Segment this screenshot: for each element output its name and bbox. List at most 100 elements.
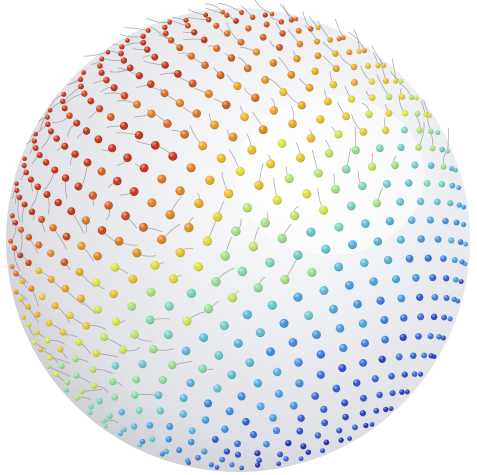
- particle-shading: [66, 112, 73, 119]
- particle-shading: [440, 255, 447, 263]
- particle-shading: [219, 456, 226, 463]
- particle-shading: [214, 350, 224, 360]
- particle-shading: [451, 296, 457, 303]
- particle-shading: [332, 384, 341, 393]
- particle-shading: [179, 410, 187, 418]
- particle-shading: [456, 202, 462, 208]
- particle-shading: [110, 84, 118, 92]
- particle-shading: [242, 202, 252, 213]
- particle-shading: [61, 284, 70, 293]
- particle-shading: [410, 352, 417, 359]
- particle-shading: [397, 294, 406, 303]
- particle-shading: [263, 21, 270, 28]
- particle-shading: [427, 128, 434, 135]
- particle-shading: [440, 335, 446, 341]
- particle-shading: [165, 436, 172, 443]
- particle-shading: [423, 179, 431, 187]
- particle-shading: [216, 153, 226, 163]
- particle-shading: [184, 457, 191, 463]
- particle-shading: [288, 17, 294, 23]
- particle-shading: [200, 36, 208, 44]
- particle-shading: [316, 115, 325, 124]
- particle-shading: [439, 146, 445, 153]
- particle-shading: [311, 67, 319, 75]
- particle-shading: [400, 314, 408, 322]
- particle-shading: [139, 163, 149, 173]
- particle-shading: [228, 132, 238, 142]
- particle-shading: [256, 402, 265, 411]
- particle-shading: [175, 98, 185, 108]
- particle-shading: [304, 310, 314, 321]
- particle-shading: [96, 397, 103, 405]
- particle-shading: [274, 389, 283, 398]
- particle-shading: [277, 451, 284, 458]
- particle-shading: [344, 280, 354, 290]
- particle-shading: [414, 110, 421, 117]
- particle-shading: [166, 423, 174, 430]
- particle-shading: [179, 394, 188, 403]
- particle-shading: [201, 61, 209, 70]
- particle-shading: [358, 319, 368, 328]
- particle-shading: [90, 382, 98, 389]
- particle-shading: [114, 236, 124, 246]
- particle-shading: [212, 212, 223, 222]
- particle-shading: [233, 338, 243, 348]
- particle-shading: [88, 191, 97, 200]
- particle-shading: [411, 161, 419, 169]
- particle-shading: [261, 75, 270, 84]
- particle-shading: [38, 293, 46, 301]
- particle-shading: [233, 81, 242, 91]
- particle-shading: [140, 33, 146, 39]
- particle-shading: [395, 353, 403, 361]
- particle-shading: [109, 377, 117, 386]
- particle-shading: [32, 145, 39, 151]
- particle-shading: [121, 426, 127, 433]
- particle-shading: [421, 352, 428, 359]
- particle-shading: [267, 300, 277, 310]
- particle-shading: [382, 77, 389, 84]
- particle-shading: [339, 343, 348, 353]
- particle-shading: [83, 158, 92, 167]
- particle-shading: [175, 186, 185, 196]
- particle-shading: [293, 250, 303, 260]
- particle-shading: [81, 90, 88, 97]
- particle-shading: [320, 448, 326, 454]
- particle-shading: [380, 316, 389, 324]
- particle-shading: [412, 274, 420, 282]
- specular-highlight: [235, 95, 425, 255]
- particle-shading: [293, 55, 301, 63]
- particle-shading: [93, 251, 102, 261]
- particle-shading: [47, 249, 55, 257]
- particle-shading: [61, 174, 70, 182]
- particle-shading: [75, 338, 83, 346]
- particle-shading: [266, 347, 275, 357]
- particle-shading: [356, 48, 362, 55]
- particle-shading: [342, 413, 349, 421]
- particle-shading: [295, 379, 304, 388]
- particle-shading: [103, 76, 110, 84]
- particle-shading: [61, 91, 67, 97]
- particle-shading: [277, 138, 287, 148]
- particle-shading: [360, 339, 369, 348]
- particle-shading: [53, 135, 60, 142]
- particle-shading: [348, 240, 357, 250]
- particle-shading: [12, 219, 19, 226]
- particle-shading: [223, 188, 234, 199]
- particle-shading: [452, 276, 459, 283]
- particle-shading: [288, 119, 297, 129]
- particle-shading: [415, 332, 422, 340]
- particle-shading: [287, 70, 296, 79]
- particle-shading: [225, 407, 234, 416]
- particle-shading: [350, 63, 358, 71]
- particle-shading: [224, 12, 230, 18]
- particle-shading: [289, 211, 300, 221]
- particle-shading: [318, 205, 329, 215]
- particle-shading: [149, 436, 156, 443]
- particle-shading: [461, 204, 467, 210]
- particle-shading: [438, 180, 445, 188]
- particle-shading: [428, 353, 434, 359]
- particle-shading: [269, 106, 279, 115]
- particle-shading: [89, 365, 97, 374]
- particle-shading: [334, 222, 344, 232]
